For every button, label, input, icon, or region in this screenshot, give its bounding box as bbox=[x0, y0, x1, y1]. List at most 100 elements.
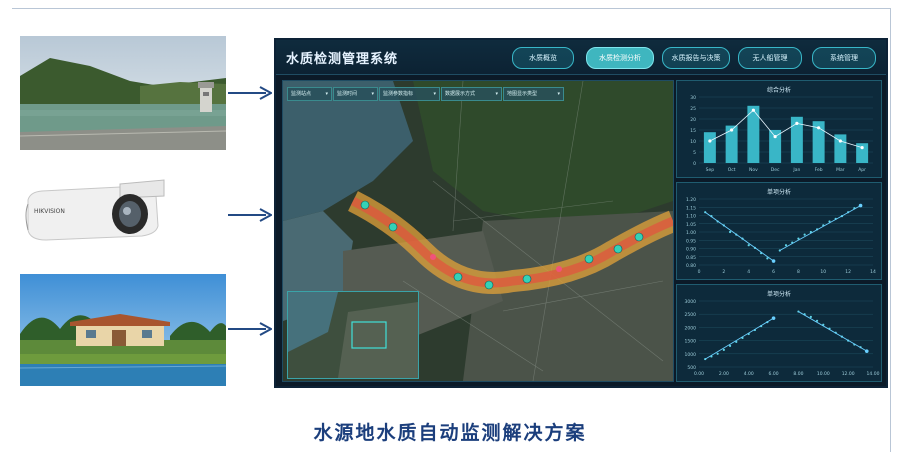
scatter-point bbox=[747, 244, 750, 247]
dashboard-header: 水质检测管理系统 水质概览 水质检测分析 水质报告与决策 无人船管理 系统管理 bbox=[276, 40, 886, 75]
filter-display-mode-label: 数据展示方式 bbox=[445, 91, 476, 97]
bar bbox=[790, 116, 803, 163]
x-tick-label: 10 bbox=[820, 269, 826, 275]
y-tick-label: 3000 bbox=[685, 299, 697, 305]
y-tick-label: 0.90 bbox=[686, 247, 696, 253]
filter-time-label: 监测时间 bbox=[337, 91, 358, 97]
scatter-point bbox=[766, 257, 769, 260]
bar bbox=[725, 125, 738, 163]
x-tick-label: Sep bbox=[706, 167, 715, 173]
filter-map-type-label: 地图显示类型 bbox=[507, 91, 538, 97]
trend-arrow bbox=[779, 205, 861, 251]
filter-station-label: 监测站点 bbox=[291, 91, 312, 97]
x-tick-label: 8.00 bbox=[793, 371, 803, 377]
camera-brand-label: HIKVISION bbox=[34, 208, 65, 215]
bar bbox=[834, 134, 847, 163]
x-tick-label: Jan bbox=[792, 167, 800, 173]
dashboard-screen: 水质检测管理系统 水质概览 水质检测分析 水质报告与决策 无人船管理 系统管理 bbox=[276, 40, 886, 386]
y-tick-label: 30 bbox=[690, 95, 696, 101]
x-tick-label: 0.00 bbox=[694, 371, 704, 377]
scatter-point bbox=[716, 352, 719, 355]
x-tick-label: Dec bbox=[771, 167, 780, 173]
dashboard-title: 水质检测管理系统 bbox=[286, 52, 399, 67]
y-tick-label: 1.15 bbox=[686, 205, 696, 211]
line-point bbox=[730, 128, 734, 132]
x-tick-label: 0 bbox=[698, 269, 701, 275]
filter-time[interactable]: 监测时间 ▾ bbox=[333, 87, 378, 101]
scatter-point bbox=[735, 340, 738, 344]
line-point bbox=[773, 135, 777, 139]
trend-arrow bbox=[704, 317, 774, 360]
line-point bbox=[795, 121, 799, 125]
y-tick-label: 5 bbox=[693, 150, 696, 156]
x-tick-label: Mar bbox=[836, 167, 845, 173]
minimap-viewport[interactable] bbox=[351, 321, 387, 349]
bar bbox=[703, 132, 716, 163]
x-tick-label: 4 bbox=[747, 269, 750, 275]
panel-title: 单项分析 bbox=[766, 189, 791, 196]
trend-arrow-head bbox=[864, 349, 869, 353]
arrow-icon bbox=[228, 86, 272, 100]
tab-unmanned-boat[interactable]: 无人船管理 bbox=[738, 47, 802, 69]
tab-water-overview[interactable]: 水质概览 bbox=[512, 47, 574, 69]
y-tick-label: 0.80 bbox=[686, 263, 696, 269]
tab-water-analysis[interactable]: 水质检测分析 bbox=[586, 47, 654, 69]
scatter-point bbox=[784, 244, 788, 247]
map-canvas bbox=[283, 81, 673, 381]
scatter-point bbox=[803, 233, 806, 236]
x-tick-label: 2.00 bbox=[719, 371, 729, 377]
chevron-down-icon: ▾ bbox=[433, 91, 436, 97]
minimap[interactable] bbox=[287, 291, 419, 379]
scatter-point bbox=[828, 220, 831, 223]
scatter-point bbox=[815, 319, 819, 322]
trend-arrow bbox=[704, 211, 774, 262]
line-point bbox=[838, 139, 842, 143]
trend-arrow-head bbox=[771, 316, 776, 320]
tab-water-report[interactable]: 水质报告与决策 bbox=[662, 47, 730, 69]
y-tick-label: 0.95 bbox=[686, 238, 696, 244]
bar bbox=[856, 143, 869, 163]
filter-parameter[interactable]: 监测参数指标 ▾ bbox=[379, 87, 440, 101]
line-point bbox=[860, 146, 864, 150]
y-tick-label: 2000 bbox=[685, 325, 697, 331]
panel-title: 单项分析 bbox=[766, 291, 791, 298]
line-point bbox=[708, 139, 712, 143]
filter-parameter-label: 监测参数指标 bbox=[383, 91, 414, 97]
chevron-down-icon: ▾ bbox=[371, 91, 374, 97]
scatter-point bbox=[797, 237, 800, 240]
tab-system-admin[interactable]: 系统管理 bbox=[812, 47, 876, 69]
filter-map-type[interactable]: 地图显示类型▾ bbox=[503, 87, 564, 101]
frame-top-line bbox=[12, 8, 890, 9]
x-tick-label: Apr bbox=[858, 167, 866, 173]
panel-title: 综合分析 bbox=[766, 87, 791, 94]
arrow-icon bbox=[228, 208, 272, 222]
x-tick-label: 6.00 bbox=[769, 371, 779, 377]
y-tick-label: 1.10 bbox=[686, 214, 696, 220]
y-tick-label: 1500 bbox=[685, 339, 697, 345]
x-tick-label: 14.00 bbox=[867, 371, 880, 377]
y-tick-label: 1000 bbox=[685, 352, 697, 358]
y-tick-label: 25 bbox=[690, 106, 696, 112]
satellite-map[interactable]: 监测站点▾ 监测时间 ▾ 监测参数指标 ▾ 数据展示方式 ▾ 地图显示类型▾ bbox=[282, 80, 674, 382]
reservoir-photo bbox=[20, 36, 226, 150]
filter-display-mode[interactable]: 数据展示方式 ▾ bbox=[441, 87, 502, 101]
chevron-down-icon: ▾ bbox=[495, 91, 498, 97]
y-tick-label: 20 bbox=[690, 117, 696, 123]
camera-photo: HIKVISION bbox=[20, 176, 226, 254]
y-tick-label: 0.85 bbox=[686, 255, 696, 261]
x-tick-label: Oct bbox=[728, 167, 736, 173]
y-tick-label: 0 bbox=[693, 161, 696, 167]
filter-station[interactable]: 监测站点▾ bbox=[287, 87, 332, 101]
y-tick-label: 500 bbox=[687, 365, 696, 371]
trend-arrow-head bbox=[771, 259, 776, 263]
x-tick-label: 12 bbox=[845, 269, 851, 275]
x-tick-label: 4.00 bbox=[744, 371, 754, 377]
trend-arrow bbox=[798, 311, 868, 352]
y-tick-label: 10 bbox=[690, 139, 696, 145]
y-tick-label: 1.00 bbox=[686, 230, 696, 236]
